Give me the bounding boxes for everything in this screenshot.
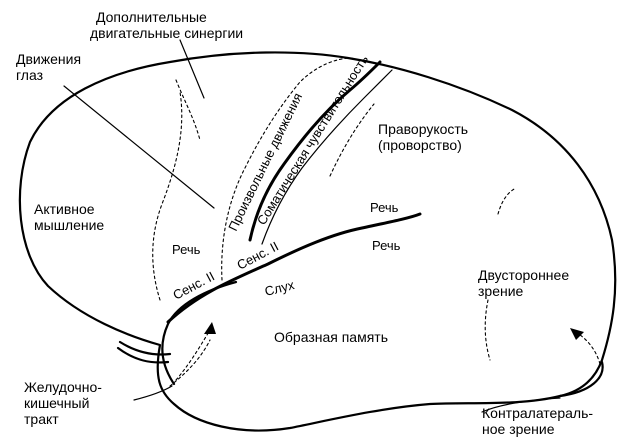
label-speech-frontal: Речь (172, 242, 201, 257)
gi-arrow-head (204, 322, 216, 334)
label-active-thinking-2: мышление (34, 217, 104, 233)
brainstem-stub-lower (116, 346, 170, 364)
lateral-sulcus (166, 212, 422, 324)
label-speech-temporal: Речь (372, 238, 401, 253)
boundary-contralateral-arrow (575, 331, 601, 365)
label-gi-tract-3: тракт (24, 411, 59, 427)
boundary-supplementary (175, 79, 201, 141)
arrowheads (204, 322, 584, 340)
boundary-precentral (221, 57, 353, 281)
label-supplementary-motor-2: двигательные синергии (90, 25, 243, 41)
label-eye-movements-1: Движения (16, 51, 81, 67)
label-active-thinking-1: Активное (34, 201, 95, 217)
label-sens-ii-lower: Сенс. II (170, 268, 217, 302)
leader-supplementary (179, 39, 205, 99)
label-speech-parietal: Речь (370, 200, 399, 215)
area-boundaries (152, 57, 601, 387)
postcentral-sulcus (261, 69, 393, 245)
leader-lines (63, 39, 561, 413)
boundary-occipital-lower (484, 299, 491, 361)
contralateral-arrow-head (570, 328, 584, 340)
sulci (166, 60, 422, 324)
boundary-temporal-base (169, 339, 211, 387)
label-eye-movements-2: глаз (16, 67, 43, 83)
hemisphere-contour (18, 51, 617, 432)
label-contralateral-vision-1: Контралатераль- (482, 405, 593, 421)
label-dexterity-2: (проворство) (378, 137, 462, 153)
boundary-parietal (329, 103, 375, 177)
label-bilateral-vision-1: Двустороннее (478, 267, 569, 283)
label-hearing: Слух (263, 277, 296, 299)
label-dexterity-1: Праворукость (378, 121, 468, 137)
boundary-premotor (152, 91, 183, 301)
labels: Дополнительные двигательные синергии Дви… (16, 9, 593, 437)
central-sulcus (248, 60, 382, 242)
occipital-base-curve (558, 360, 604, 398)
label-gi-tract-1: Желудочно- (24, 379, 102, 395)
leader-gi-tract (133, 385, 173, 401)
boundary-gi-arrow (175, 329, 211, 381)
label-gi-tract-2: кишечный (24, 395, 89, 411)
label-bilateral-vision-2: зрение (478, 283, 524, 299)
brainstem-stub (118, 340, 172, 356)
label-contralateral-vision-2: ное зрение (482, 421, 555, 437)
leader-eye-movements (63, 85, 215, 209)
leader-contralateral (481, 397, 561, 413)
label-supplementary-motor-1: Дополнительные (96, 9, 207, 25)
label-visual-memory: Образная память (274, 329, 388, 345)
boundary-occipital-upper (497, 187, 517, 215)
